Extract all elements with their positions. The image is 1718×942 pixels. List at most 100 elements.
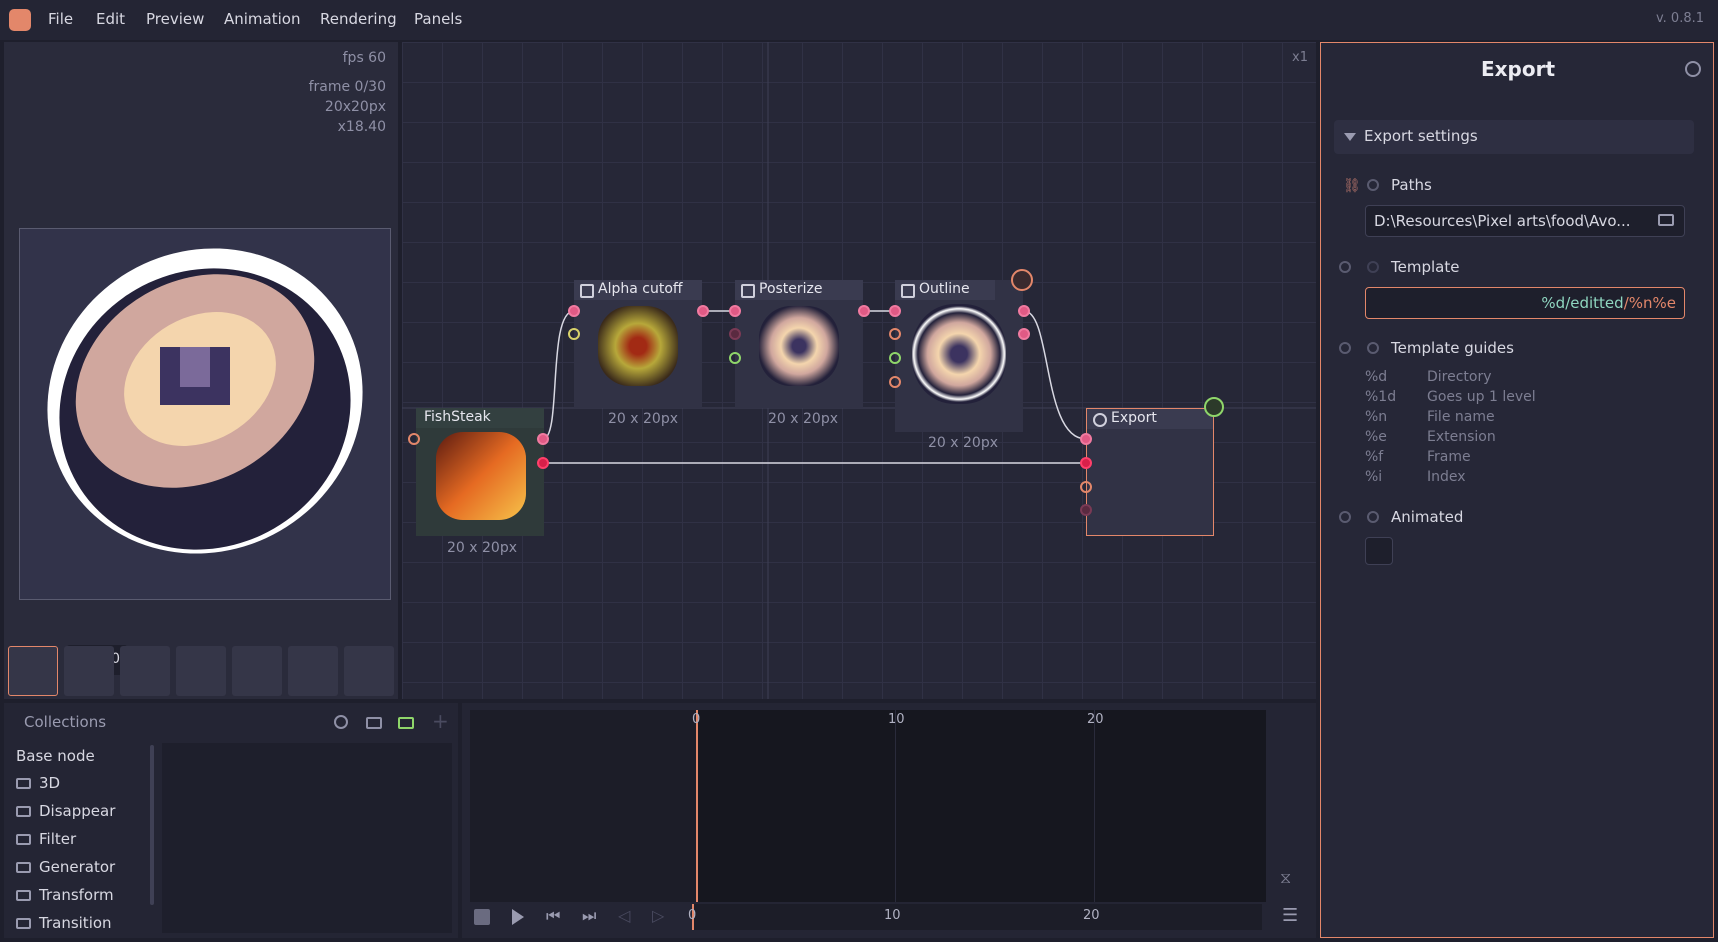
template-field[interactable]: %d/editted/%n%e xyxy=(1365,287,1685,319)
preview-canvas[interactable] xyxy=(19,228,391,600)
template-name-part: %n%e xyxy=(1628,294,1676,312)
alpha-threshold-port[interactable] xyxy=(568,328,580,340)
guide-key: %f xyxy=(1365,449,1384,465)
animated-anim-icon[interactable] xyxy=(1367,511,1379,523)
export-input-port[interactable] xyxy=(1080,433,1092,445)
export-paths-port[interactable] xyxy=(1080,457,1092,469)
collapse-triangle-icon xyxy=(1344,133,1356,141)
thumbnail-3[interactable] xyxy=(120,646,170,696)
refresh-icon[interactable] xyxy=(334,715,348,729)
node-outline-dim: 20 x 20px xyxy=(928,435,998,451)
next-key-icon[interactable]: ▷ xyxy=(652,906,665,925)
alpha-input-port[interactable] xyxy=(568,305,580,317)
node-icon xyxy=(741,284,755,298)
menu-icon[interactable]: ☰ xyxy=(1282,905,1299,926)
collection-folder[interactable]: Generator xyxy=(16,858,115,876)
export-settings-section[interactable]: Export settings xyxy=(1334,120,1694,154)
timeline-ruler[interactable]: 0 10 20 xyxy=(688,904,1262,930)
node-outline-label: Outline xyxy=(919,281,970,297)
menu-edit[interactable]: Edit xyxy=(96,10,126,28)
collection-folder[interactable]: Transition xyxy=(16,914,112,932)
add-folder-icon[interactable] xyxy=(398,717,414,729)
folder-icon[interactable] xyxy=(366,717,382,729)
node-alpha-cutoff-dim: 20 x 20px xyxy=(608,411,678,427)
outline-color-port[interactable] xyxy=(889,352,901,364)
fishsteak-output-port[interactable] xyxy=(537,433,549,445)
node-export[interactable] xyxy=(1086,408,1214,536)
template-dir-part: %d/editted xyxy=(1541,294,1624,312)
guides-label: Template guides xyxy=(1391,339,1514,357)
animated-connect-icon[interactable] xyxy=(1339,511,1351,523)
export-template-port[interactable] xyxy=(1080,481,1092,493)
menu-animation[interactable]: Animation xyxy=(224,10,301,28)
refresh-icon[interactable] xyxy=(1685,61,1701,77)
outline-output-port-2[interactable] xyxy=(1018,328,1030,340)
thumbnail-2[interactable] xyxy=(64,646,114,696)
template-anim-icon[interactable] xyxy=(1367,261,1379,273)
thumbnail-7[interactable] xyxy=(344,646,394,696)
app-logo-icon[interactable] xyxy=(9,9,31,31)
stop-icon[interactable] xyxy=(474,909,490,925)
preview-eye-icon[interactable] xyxy=(1011,269,1033,291)
paths-anim-icon[interactable] xyxy=(1367,179,1379,191)
outline-blend-port[interactable] xyxy=(889,376,901,388)
posterize-colors-port[interactable] xyxy=(729,328,741,340)
collection-folder[interactable]: 3D xyxy=(16,774,60,792)
guide-key: %i xyxy=(1365,469,1383,485)
menu-panels[interactable]: Panels xyxy=(414,10,463,28)
play-icon[interactable] xyxy=(512,909,524,925)
hourglass-icon[interactable]: ⧖ xyxy=(1280,868,1292,887)
outline-output-port[interactable] xyxy=(1018,305,1030,317)
menu-file[interactable]: File xyxy=(48,10,74,28)
node-icon xyxy=(901,284,915,298)
collections-title: Collections xyxy=(24,713,107,731)
fishsteak-output-port-2[interactable] xyxy=(537,457,549,469)
guides-anim-icon[interactable] xyxy=(1367,342,1379,354)
tick-line xyxy=(1094,710,1095,902)
guide-desc: Index xyxy=(1427,469,1466,485)
posterize-input-port[interactable] xyxy=(729,305,741,317)
folder-icon xyxy=(16,890,31,901)
fishsteak-input-port[interactable] xyxy=(408,433,420,445)
export-render-icon[interactable] xyxy=(1204,397,1224,417)
first-frame-icon[interactable]: ⏮ xyxy=(546,906,561,925)
guides-connect-icon[interactable] xyxy=(1339,342,1351,354)
timeline-track[interactable]: 0 10 20 xyxy=(470,710,1266,902)
alpha-cutoff-sprite xyxy=(598,306,678,386)
outline-input-port[interactable] xyxy=(889,305,901,317)
folder-icon[interactable] xyxy=(1658,214,1674,226)
collection-folder[interactable]: Filter xyxy=(16,830,76,848)
thumbnail-5[interactable] xyxy=(232,646,282,696)
add-icon[interactable]: + xyxy=(432,709,449,733)
template-connect-icon[interactable] xyxy=(1339,261,1351,273)
guide-desc: Frame xyxy=(1427,449,1471,465)
last-frame-icon[interactable]: ⏭ xyxy=(582,906,597,925)
animated-checkbox[interactable] xyxy=(1365,537,1393,565)
timeline-panel: 0 10 20 ⧖ 0 10 20 ⏮ ⏭ ◁ ▷ ☰ xyxy=(462,703,1316,938)
outline-sprite xyxy=(912,304,1006,404)
node-graph[interactable]: x1 FishSteak 20 x 20px Alpha cutoff 20 x… xyxy=(402,42,1316,699)
thumbnail-1[interactable] xyxy=(8,646,58,696)
node-alpha-cutoff-label: Alpha cutoff xyxy=(598,281,683,297)
collections-scrollbar[interactable] xyxy=(150,745,154,905)
playhead[interactable] xyxy=(696,710,698,902)
posterize-output-port[interactable] xyxy=(858,305,870,317)
collection-folder[interactable]: Disappear xyxy=(16,802,115,820)
collection-folder[interactable]: Transform xyxy=(16,886,114,904)
node-posterize-dim: 20 x 20px xyxy=(768,411,838,427)
menu-rendering[interactable]: Rendering xyxy=(320,10,397,28)
prev-key-icon[interactable]: ◁ xyxy=(618,906,631,925)
outline-width-port[interactable] xyxy=(889,328,901,340)
menu-bar: File Edit Preview Animation Rendering Pa… xyxy=(0,0,1718,40)
posterize-gamma-port[interactable] xyxy=(729,352,741,364)
export-animated-port[interactable] xyxy=(1080,504,1092,516)
thumbnail-4[interactable] xyxy=(176,646,226,696)
menu-preview[interactable]: Preview xyxy=(146,10,205,28)
thumbnail-6[interactable] xyxy=(288,646,338,696)
link-icon[interactable]: ⛓ xyxy=(1343,178,1361,194)
paths-field[interactable]: D:\Resources\Pixel arts\food\Avo... xyxy=(1365,205,1685,237)
inspector-title: Export xyxy=(1480,57,1556,81)
node-export-title: Export xyxy=(1087,409,1213,429)
collection-base-node[interactable]: Base node xyxy=(16,747,95,765)
alpha-output-port[interactable] xyxy=(697,305,709,317)
